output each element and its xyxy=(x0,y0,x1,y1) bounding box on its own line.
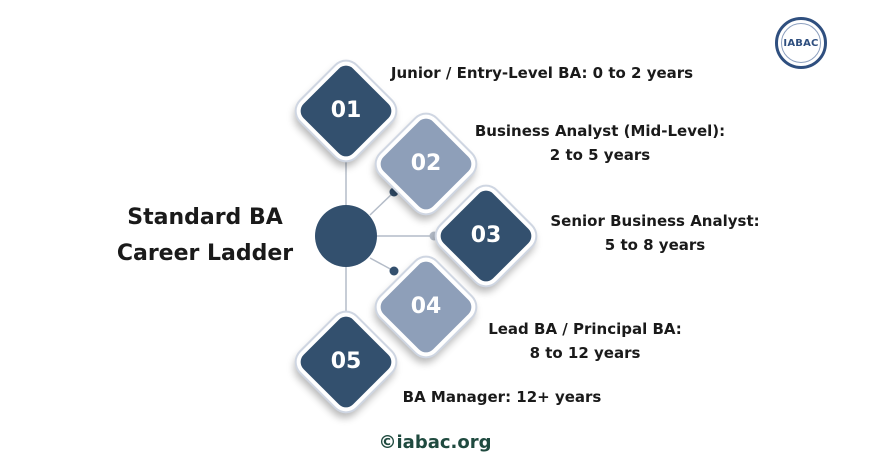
step-04-number: 04 xyxy=(410,294,442,319)
step-02-label: Business Analyst (Mid-Level): 2 to 5 yea… xyxy=(460,119,740,167)
step-03-label: Senior Business Analyst: 5 to 8 years xyxy=(540,209,770,257)
connector-dot-04 xyxy=(389,266,399,276)
step-04-label-line-1: Lead BA / Principal BA: xyxy=(488,320,682,338)
logo-text: IABAC xyxy=(783,37,819,49)
step-01-number: 01 xyxy=(330,98,362,123)
diagram-title: Standard BA Career Ladder xyxy=(100,200,310,272)
step-03-label-line-1: Senior Business Analyst: xyxy=(550,212,760,230)
step-05-number: 05 xyxy=(330,349,362,374)
connector-dot-03 xyxy=(429,231,439,241)
step-01-label-line-1: Junior / Entry-Level BA: 0 to 2 years xyxy=(390,64,694,82)
step-02-number: 02 xyxy=(410,151,442,176)
step-02-label-line-1: Business Analyst (Mid-Level): xyxy=(474,122,726,140)
step-03-label-line-2: 5 to 8 years xyxy=(604,236,706,254)
title-line-1: Standard BA xyxy=(127,205,283,230)
step-04-label: Lead BA / Principal BA: 8 to 12 years xyxy=(470,317,700,365)
step-03-number: 03 xyxy=(470,223,502,248)
step-05-label: BA Manager: 12+ years xyxy=(392,385,612,409)
step-01-label: Junior / Entry-Level BA: 0 to 2 years xyxy=(382,61,702,85)
title-line-2: Career Ladder xyxy=(116,241,294,266)
step-05-label-line-1: BA Manager: 12+ years xyxy=(402,388,602,406)
iabac-logo: IABAC xyxy=(775,17,827,69)
step-02-label-line-2: 2 to 5 years xyxy=(549,146,651,164)
hub-circle xyxy=(315,205,377,267)
connector-dot-02 xyxy=(389,187,399,197)
step-04-label-line-2: 8 to 12 years xyxy=(529,344,641,362)
connector-hub-04 xyxy=(369,257,395,272)
connector-hub-02 xyxy=(369,191,395,216)
footer-copyright: ©iabac.org xyxy=(378,432,492,453)
